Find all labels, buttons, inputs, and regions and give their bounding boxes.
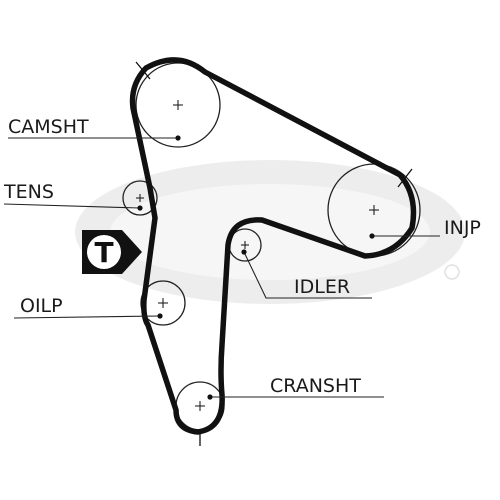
camshaft-label: CAMSHT xyxy=(8,116,89,138)
oil-pump-leader xyxy=(13,315,161,319)
oil-pump-pulley xyxy=(140,280,186,326)
oil-pump-anchor-dot xyxy=(157,313,163,319)
injection-pump-anchor-dot xyxy=(369,233,375,239)
idler-label: IDLER xyxy=(294,276,350,298)
camshaft-anchor-dot xyxy=(175,135,181,141)
crankshaft-label: CRANSHT xyxy=(270,375,361,397)
badge-letter: T xyxy=(94,236,113,269)
idler-anchor-dot xyxy=(241,249,247,255)
tensioner-label: TENS xyxy=(3,181,54,203)
timing-belt xyxy=(129,57,417,435)
tensioner-t-badge-icon: T xyxy=(82,230,142,274)
tensioner-pulley xyxy=(122,180,158,216)
injection-pump-timing-mark xyxy=(397,168,413,188)
camshaft-timing-mark xyxy=(135,61,151,80)
crankshaft-anchor-dot xyxy=(207,394,213,400)
brand-watermark xyxy=(75,160,465,304)
tensioner-leader xyxy=(3,203,141,209)
idler-leader xyxy=(243,251,372,299)
injection-pump-label: INJP xyxy=(444,217,481,239)
camshaft-pulley xyxy=(135,62,221,148)
oil-pump-label: OILP xyxy=(20,295,63,317)
tensioner-anchor-dot xyxy=(137,205,143,211)
